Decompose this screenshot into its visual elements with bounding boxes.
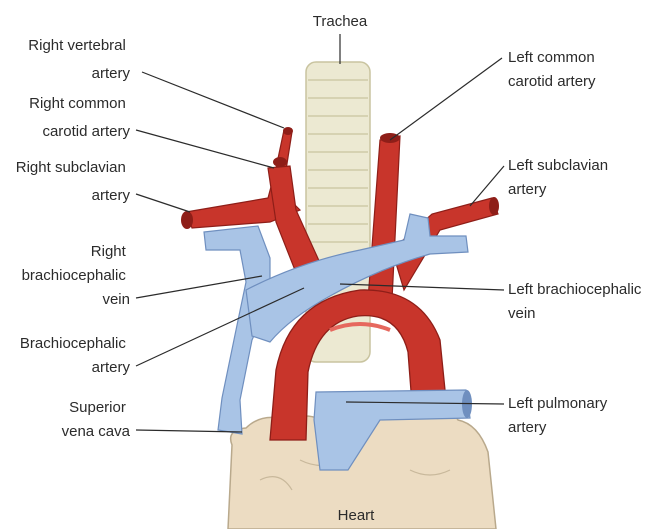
label-right-vertebral-artery: Right vertebral artery <box>28 37 130 82</box>
label-left-common-carotid-artery: Left common carotid artery <box>508 49 599 90</box>
label-left-subclavian-artery: Left subclavian artery <box>508 157 612 198</box>
label-left-brachiocephalic-vein: Left brachiocephalic vein <box>508 281 646 322</box>
label-left-pulmonary-artery: Left pulmonary artery <box>508 395 611 436</box>
label-heart: Heart <box>338 507 376 524</box>
label-right-brachiocephalic-vein: Right brachiocephalic vein <box>22 243 130 308</box>
label-right-subclavian-artery: Right subclavian artery <box>16 159 131 204</box>
label-trachea: Trachea <box>313 13 368 30</box>
label-superior-vena-cava: Superior vena cava <box>62 399 131 440</box>
label-right-common-carotid-artery: Right common carotid artery <box>29 95 130 140</box>
label-brachiocephalic-artery: Brachiocephalic artery <box>20 335 131 376</box>
